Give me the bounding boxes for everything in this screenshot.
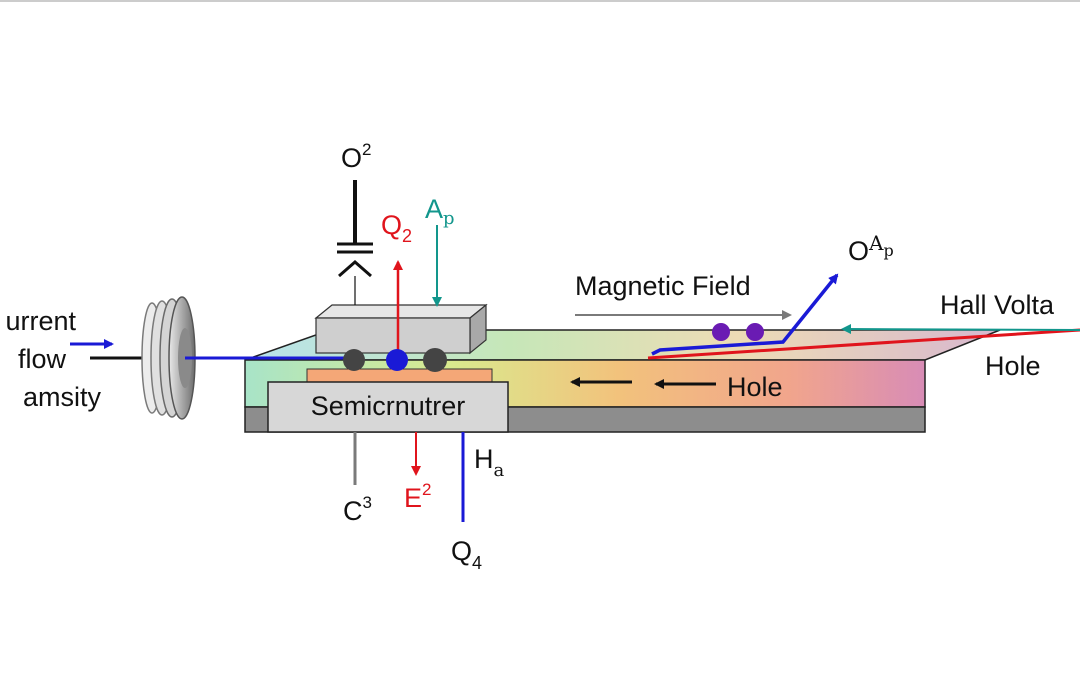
label-q4: Q4 xyxy=(451,536,482,573)
label-c3: C3 xyxy=(343,493,372,526)
label-magnetic-field: Magnetic Field xyxy=(575,271,751,301)
label-o-ap: OAp xyxy=(848,231,894,266)
label-current: urrent xyxy=(5,306,76,336)
hall-voltage-teal-line xyxy=(841,324,1080,335)
hall-voltage-red-line xyxy=(647,328,1080,360)
label-ap: Ap xyxy=(425,194,455,229)
contact-strip xyxy=(306,368,493,384)
label-q2: Q2 xyxy=(381,210,412,246)
carrier-dot-left xyxy=(343,349,365,371)
semiconductor-box xyxy=(267,381,509,433)
carrier-dot-purple-2 xyxy=(746,323,764,341)
label-amsity: amsity xyxy=(23,382,102,412)
label-hole-right: Hole xyxy=(985,351,1041,381)
top-block xyxy=(314,303,488,355)
deflection-path xyxy=(651,273,839,356)
label-e2: E2 xyxy=(404,480,431,513)
label-semiconductor: Semicrnutrer xyxy=(311,391,466,421)
coil-disc xyxy=(141,296,196,420)
label-hall-voltage: Hall Volta xyxy=(940,290,1055,320)
carrier-dot-center xyxy=(386,349,408,371)
label-flow: flow xyxy=(18,344,67,374)
label-ha: Ha xyxy=(474,444,505,481)
capacitor-symbol xyxy=(337,180,373,305)
carrier-dot-purple-1 xyxy=(712,323,730,341)
carrier-dot-right xyxy=(423,348,447,372)
label-hole-arrow: Hole xyxy=(727,372,783,402)
label-o2: O2 xyxy=(341,140,371,173)
